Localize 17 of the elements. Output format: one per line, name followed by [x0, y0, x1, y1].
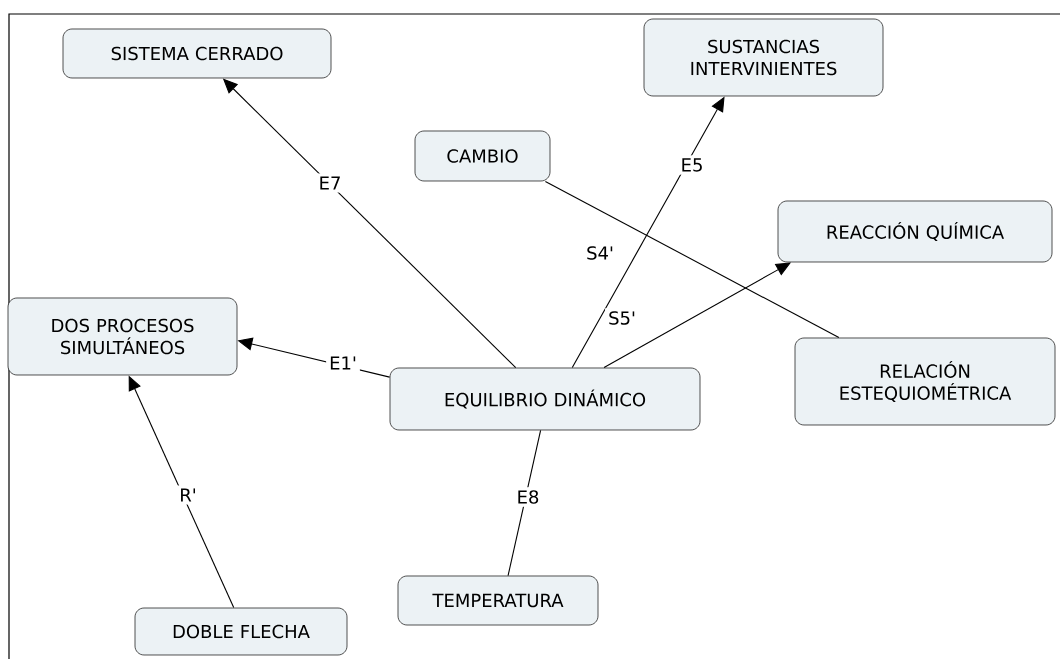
concept-box: REACCIÓN QUÍMICA — [777, 200, 1053, 263]
concept-box: RELACIÓN ESTEQUIOMÉTRICA — [794, 337, 1056, 426]
concept-box: SUSTANCIAS INTERVINIENTES — [643, 18, 884, 97]
concept-box: TEMPERATURA — [397, 575, 599, 626]
concept-box: DOS PROCESOS SIMULTÁNEOS — [7, 297, 238, 376]
concept-box: DOBLE FLECHA — [134, 607, 348, 656]
concept-box: EQUILIBRIO DINÁMICO — [389, 367, 701, 431]
arrow — [603, 262, 791, 369]
edge-label: S5' — [605, 308, 639, 328]
concept-box: SISTEMA CERRADO — [62, 28, 332, 79]
edge-label: R' — [176, 485, 200, 505]
edge-label: E7 — [315, 173, 345, 193]
edge-label: E8 — [513, 487, 543, 507]
edge-label: S4' — [583, 243, 617, 263]
edge-label: E1' — [326, 353, 360, 373]
concept-box: CAMBIO — [414, 130, 551, 182]
edge-label: E5 — [677, 155, 707, 175]
